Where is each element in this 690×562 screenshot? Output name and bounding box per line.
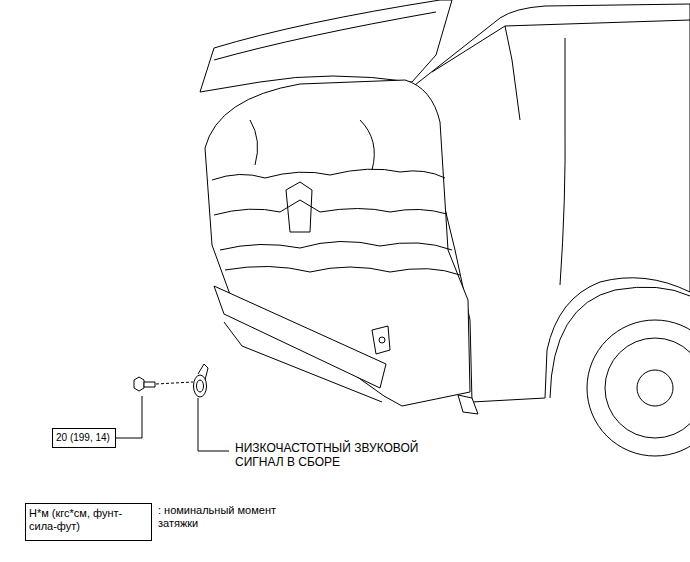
leader-line xyxy=(198,398,229,451)
illustration-part xyxy=(144,382,155,387)
leader-line xyxy=(116,396,142,438)
illustration-part xyxy=(224,322,382,402)
illustration-part xyxy=(605,338,690,438)
illustration-part xyxy=(134,377,144,391)
front-grille-area xyxy=(205,80,470,406)
illustration-part xyxy=(225,266,460,275)
bolt xyxy=(134,377,155,391)
illustration-part xyxy=(505,26,520,120)
illustration-part xyxy=(214,200,447,215)
illustration-part xyxy=(214,286,386,388)
illustration-part xyxy=(458,395,478,414)
illustration-part xyxy=(286,182,312,232)
illustration-part xyxy=(560,38,565,285)
legend-text: : номинальный момент затяжки xyxy=(158,504,276,530)
legend-box: Н*м (кгс*см, фунт-сила-фут) xyxy=(25,503,152,541)
installation-line xyxy=(156,382,193,384)
part-name: НИЗКОЧАСТОТНЫЙ ЗВУКОВОЙ СИГНАЛ В СБОРЕ xyxy=(235,441,465,470)
illustration-part xyxy=(379,337,385,343)
illustration-part xyxy=(220,241,452,250)
illustration-part xyxy=(214,12,436,60)
illustration-part xyxy=(194,375,207,397)
illustration-part xyxy=(200,0,452,92)
illustration-part xyxy=(372,326,390,354)
illustration-part xyxy=(587,320,690,456)
illustration-part xyxy=(432,20,690,72)
illustration-part xyxy=(250,120,374,170)
illustration-part xyxy=(197,380,204,392)
horn-assembly xyxy=(194,364,209,397)
box-text: Н*м (кгс*см, фунт-сила-фут) xyxy=(29,507,148,533)
box-text: 20 (199, 14) xyxy=(56,432,110,444)
illustration-part xyxy=(212,169,445,180)
torque-callout-box: 20 (199, 14) xyxy=(52,428,116,448)
illustration-part xyxy=(205,80,470,406)
illustration-part xyxy=(637,370,673,406)
open-hood xyxy=(200,0,452,92)
